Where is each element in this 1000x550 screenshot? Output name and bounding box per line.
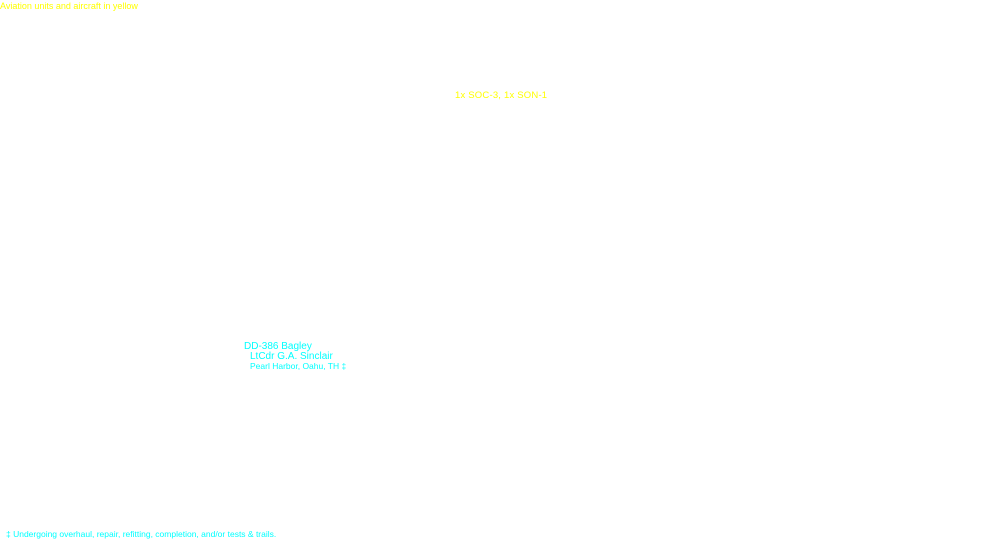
ship-entry: DD-386 Bagley LtCdr G.A. Sinclair Pearl … (244, 341, 347, 372)
ship-location: Pearl Harbor, Oahu, TH ‡ (250, 361, 347, 371)
footnote: ‡ Undergoing overhaul, repair, refitting… (6, 529, 277, 539)
ship-commander: LtCdr G.A. Sinclair (250, 351, 333, 362)
ship-name: DD-386 Bagley (244, 341, 312, 352)
aircraft-label: 1x SOC-3, 1x SON-1 (455, 90, 548, 101)
legend-note: Aviation units and aircraft in yellow (0, 1, 138, 11)
